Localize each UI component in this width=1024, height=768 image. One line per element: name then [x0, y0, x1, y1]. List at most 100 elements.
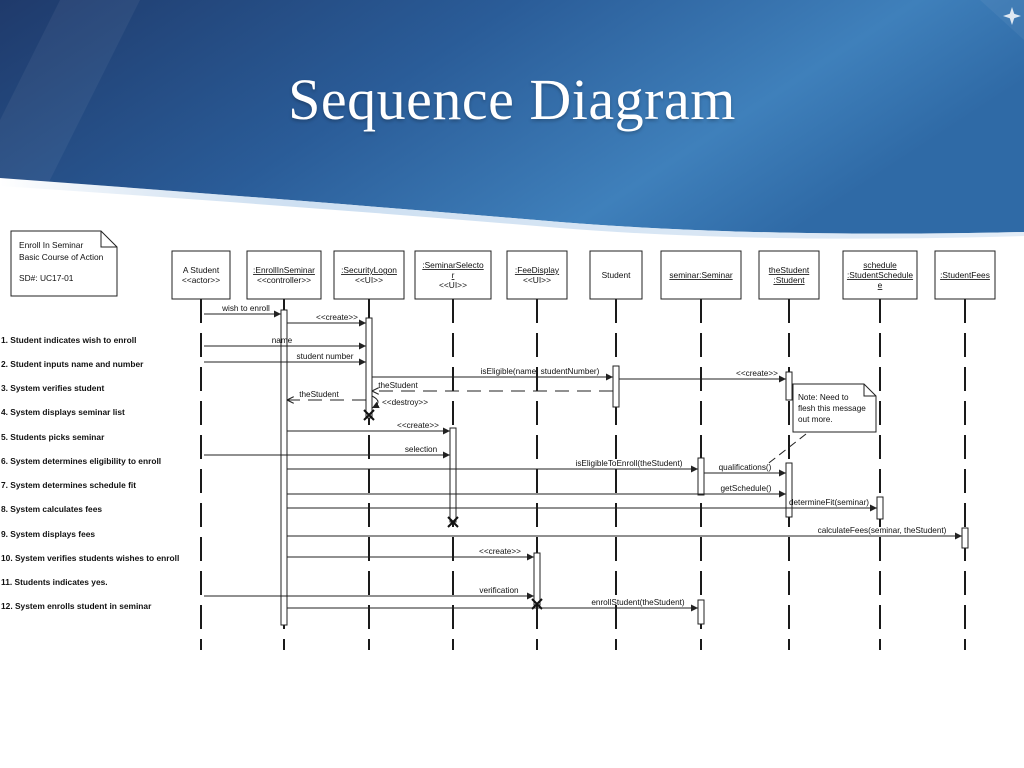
destroy-marker — [447, 516, 459, 528]
destroy-x-stroke — [531, 598, 543, 610]
lifeline-label-logon: :SecurityLogon — [341, 265, 397, 275]
star-icon — [1003, 7, 1021, 25]
activation-bar — [697, 599, 705, 625]
note-box — [792, 383, 877, 433]
destroy-marker — [531, 598, 543, 610]
message-arrow — [371, 395, 380, 409]
note-line: Note: Need to — [798, 393, 849, 402]
message-label: calculateFees(seminar, theStudent) — [818, 526, 947, 535]
lifeline-label-thestudent: :Student — [773, 275, 805, 285]
message-label: qualifications() — [719, 463, 772, 472]
message-label: <<create>> — [736, 369, 778, 378]
lifeline-box-selector — [414, 250, 492, 300]
lifeline-header-seminar: seminar:Seminar — [660, 250, 742, 300]
message-label: <<create>> — [316, 313, 358, 322]
lifeline-label-schedule: e — [878, 280, 883, 290]
note-corner — [863, 384, 876, 397]
lifeline-header-fee: :FeeDisplay<<UI>> — [506, 250, 568, 300]
step-label: 11. Students indicates yes. — [1, 577, 108, 587]
lifeline-label-student: A Student — [183, 265, 220, 275]
lifeline-label-seminar: seminar:Seminar — [669, 270, 733, 280]
activation-bar — [280, 309, 288, 626]
activation-bar — [612, 365, 620, 408]
message-label: isEligibleToEnroll(theStudent) — [576, 459, 683, 468]
lifeline-box-seminar — [660, 250, 742, 300]
lifeline-label-studentclass: Student — [602, 270, 632, 280]
message-label: <<destroy>> — [382, 398, 428, 407]
header-background — [0, 0, 1024, 240]
lifeline-label-enroll: :EnrollInSeminar — [253, 265, 315, 275]
lifeline-label-logon: <<UI>> — [355, 275, 383, 285]
message-m11: selection — [204, 445, 450, 459]
message-m18: verification — [204, 586, 534, 600]
message-m17: <<create>> — [287, 547, 534, 561]
slide-title: Sequence Diagram — [288, 67, 736, 132]
lifeline-label-selector: <<UI>> — [439, 280, 467, 290]
step-label: 1. Student indicates wish to enroll — [1, 335, 136, 345]
lifeline-box-student — [171, 250, 231, 300]
activation-bar — [697, 457, 705, 496]
message-m12: isEligibleToEnroll(theStudent) — [287, 459, 698, 473]
step-label: 6. System determines eligibility to enro… — [1, 456, 161, 466]
lifeline-label-schedule: :StudentSchedule — [847, 270, 913, 280]
lifeline-header-student: A Student<<actor>> — [171, 250, 231, 300]
lifeline-label-fees: :StudentFees — [940, 270, 990, 280]
lifeline-box-studentclass — [589, 250, 643, 300]
lifeline-box-fees — [934, 250, 996, 300]
message-m5: isEligible(name, studentNumber) — [372, 367, 613, 381]
message-m10: <<create>> — [287, 421, 450, 435]
message-label: verification — [479, 586, 519, 595]
lifeline-label-thestudent: theStudent — [769, 265, 810, 275]
step-label: 7. System determines schedule fit — [1, 480, 136, 490]
frame-note-line: Enroll In Seminar — [19, 240, 83, 250]
message-label: <<create>> — [479, 547, 521, 556]
message-m13: qualifications() — [704, 463, 786, 477]
lifeline-label-selector: r — [452, 270, 455, 280]
step-label: 10. System verifies students wishes to e… — [1, 553, 179, 563]
step-label: 4. System displays seminar list — [1, 407, 125, 417]
message-m6: <<create>> — [619, 369, 786, 383]
lifeline-label-selector: :SeminarSelecto — [422, 260, 484, 270]
message-m4: student number — [204, 352, 366, 366]
message-label: name — [272, 336, 293, 345]
message-label: wish to enroll — [221, 304, 270, 313]
frame-note-box — [10, 230, 118, 297]
activation-bar — [533, 552, 541, 606]
step-label: 3. System verifies student — [1, 383, 105, 393]
note-line: flesh this message — [798, 404, 866, 413]
activation-bar — [365, 317, 373, 419]
step-label: 2. Student inputs name and number — [1, 359, 144, 369]
lifeline-box-enroll — [246, 250, 322, 300]
activation-bar — [961, 527, 969, 549]
message-label: enrollStudent(theStudent) — [591, 598, 685, 607]
message-label: student number — [297, 352, 354, 361]
lifeline-box-logon — [333, 250, 405, 300]
step-label: 12. System enrolls student in seminar — [1, 601, 152, 611]
step-label: 5. Students picks seminar — [1, 432, 105, 442]
activation-bar — [785, 371, 793, 401]
message-label: determineFit(seminar) — [789, 498, 869, 507]
activation-bar — [876, 496, 884, 520]
lifeline-header-fees: :StudentFees — [934, 250, 996, 300]
destroy-x-stroke — [447, 516, 459, 528]
message-m2: <<create>> — [287, 313, 366, 327]
destroy-x-stroke — [363, 409, 375, 421]
lifeline-label-schedule: schedule — [863, 260, 897, 270]
lifeline-header-logon: :SecurityLogon<<UI>> — [333, 250, 405, 300]
note-connector — [764, 433, 807, 467]
lifeline-label-fee: :FeeDisplay — [515, 265, 560, 275]
lifeline-label-student: <<actor>> — [182, 275, 220, 285]
message-label: selection — [405, 445, 438, 454]
message-m19: enrollStudent(theStudent) — [287, 598, 698, 612]
message-label: theStudent — [299, 390, 339, 399]
note-line: out more. — [798, 415, 833, 424]
message-m9: <<destroy>> — [371, 395, 428, 409]
step-label: 9. System displays fees — [1, 529, 95, 539]
message-label: getSchedule() — [721, 484, 772, 493]
lifeline-box-schedule — [842, 250, 918, 300]
lifeline-label-fee: <<UI>> — [523, 275, 551, 285]
frame-note-corner — [100, 231, 117, 248]
